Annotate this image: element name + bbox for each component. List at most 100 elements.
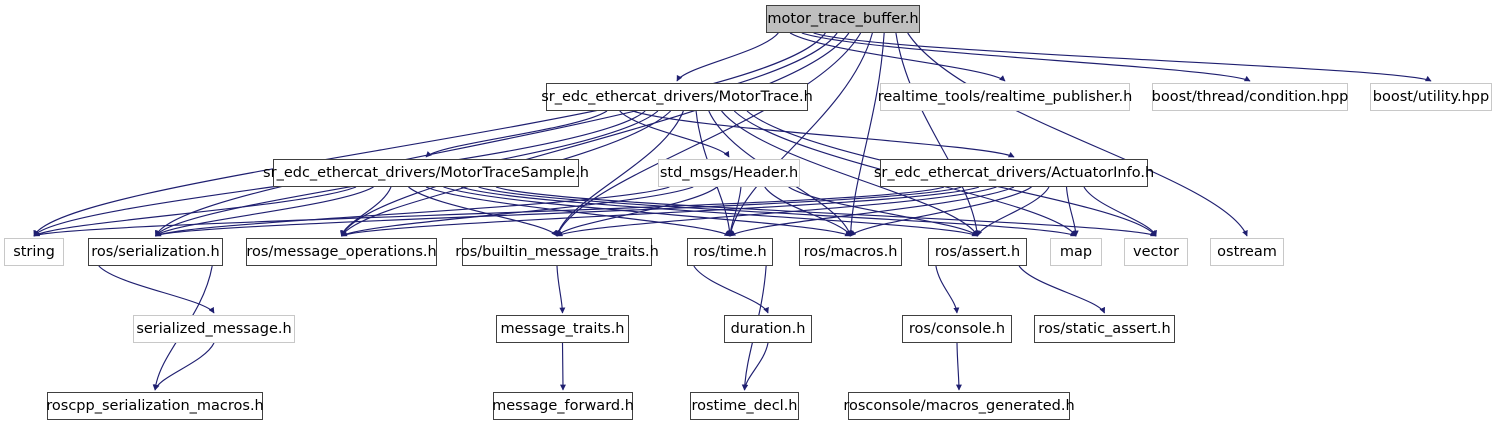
- graph-edge-MotorTraceSample-to-map: [478, 186, 1077, 237]
- graph-node-ros_console[interactable]: ros/console.h: [902, 315, 1012, 343]
- graph-edge-motor_trace_buffer-to-ros_builtin_message_traits: [556, 32, 862, 237]
- graph-edge-ActuatorInfo-to-vector: [1083, 186, 1157, 237]
- graph-edge-ros_builtin_message_traits-to-message_traits: [556, 265, 566, 314]
- graph-edge-motor_trace_buffer-to-boost_utility: [813, 32, 1432, 82]
- graph-edge-ros_serialization-to-serialized_message: [98, 265, 215, 314]
- graph-edge-motor_trace_buffer-to-ostream: [907, 32, 1248, 237]
- graph-edge-motor_trace_buffer-to-ros_message_operations: [340, 32, 850, 237]
- graph-edge-ros_assert-to-ros_console: [935, 265, 960, 314]
- graph-node-label: realtime_tools/realtime_publisher.h: [877, 88, 1133, 105]
- graph-edge-ros_console-to-rosconsole_macros_generated: [955, 342, 962, 391]
- graph-node-ros_macros[interactable]: ros/macros.h: [799, 238, 902, 266]
- graph-edge-ros_time-to-duration: [693, 265, 769, 314]
- graph-node-message_forward[interactable]: message_forward.h: [492, 392, 634, 420]
- graph-node-label: rosconsole/macros_generated.h: [843, 397, 1075, 414]
- graph-node-label: sr_edc_ethercat_drivers/MotorTrace.h: [541, 88, 813, 105]
- graph-node-rostime_decl[interactable]: rostime_decl.h: [690, 392, 799, 420]
- graph-node-string[interactable]: string: [4, 238, 64, 266]
- graph-edge-ActuatorInfo-to-map: [1065, 186, 1079, 237]
- graph-node-label: string: [13, 243, 55, 260]
- graph-edge-ActuatorInfo-to-ros_message_operations: [340, 186, 980, 237]
- graph-node-label: ros/time.h: [693, 243, 767, 260]
- graph-node-ros_message_operations[interactable]: ros/message_operations.h: [246, 238, 437, 266]
- graph-node-rosconsole_macros_generated[interactable]: rosconsole/macros_generated.h: [843, 392, 1075, 420]
- graph-node-label: message_forward.h: [492, 397, 634, 414]
- graph-node-label: ros/builtin_message_traits.h: [455, 243, 659, 260]
- graph-node-label: message_traits.h: [500, 320, 625, 337]
- graph-edge-MotorTrace-to-ros_assert: [721, 110, 979, 237]
- graph-node-message_traits[interactable]: message_traits.h: [496, 315, 629, 343]
- graph-edge-MotorTrace-to-MotorTraceSample: [425, 110, 608, 158]
- graph-node-label: map: [1059, 243, 1093, 260]
- graph-node-label: ros/serialization.h: [91, 243, 220, 260]
- graph-edge-MotorTraceSample-to-ros_serialization: [155, 186, 374, 237]
- graph-edge-MotorTrace-to-ros_builtin_message_traits: [555, 110, 684, 237]
- graph-node-vector[interactable]: vector: [1124, 238, 1188, 266]
- graph-node-label: boost/utility.hpp: [1372, 88, 1490, 105]
- graph-edge-ActuatorInfo-to-ros_time: [729, 186, 1015, 237]
- graph-node-label: ros/static_assert.h: [1038, 320, 1171, 337]
- graph-node-label: sr_edc_ethercat_drivers/MotorTraceSample…: [263, 164, 589, 181]
- graph-node-label: vector: [1133, 243, 1179, 260]
- graph-edge-ActuatorInfo-to-ros_macros: [850, 186, 1032, 237]
- graph-edge-std_msgs_header-to-ros_serialization: [154, 186, 670, 237]
- graph-edge-MotorTrace-to-ActuatorInfo: [632, 110, 1015, 158]
- graph-edge-motor_trace_buffer-to-string: [33, 32, 826, 237]
- graph-node-label: duration.h: [730, 320, 806, 337]
- graph-edge-motor_trace_buffer-to-realtime_publisher: [789, 32, 1006, 82]
- graph-node-label: ros/macros.h: [803, 243, 898, 260]
- graph-edge-MotorTrace-to-std_msgs_header: [619, 110, 730, 158]
- graph-node-roscpp_serialization_macros[interactable]: roscpp_serialization_macros.h: [46, 392, 264, 420]
- graph-edge-motor_trace_buffer-to-boost_condition: [801, 32, 1251, 82]
- graph-node-label: serialized_message.h: [136, 320, 292, 337]
- graph-node-ActuatorInfo[interactable]: sr_edc_ethercat_drivers/ActuatorInfo.h: [874, 159, 1154, 187]
- graph-edge-MotorTraceSample-to-vector: [495, 186, 1157, 237]
- graph-edge-std_msgs_header-to-ros_assert: [788, 186, 978, 237]
- graph-node-ros_serialization[interactable]: ros/serialization.h: [88, 238, 223, 266]
- graph-node-label: std_msgs/Header.h: [659, 164, 799, 181]
- graph-node-label: sr_edc_ethercat_drivers/ActuatorInfo.h: [873, 164, 1155, 181]
- graph-edge-ActuatorInfo-to-ros_serialization: [154, 186, 962, 237]
- graph-edge-motor_trace_buffer-to-ros_serialization: [154, 32, 838, 237]
- graph-edge-duration-to-rostime_decl: [742, 342, 769, 391]
- graph-node-label: motor_trace_buffer.h: [767, 10, 919, 27]
- graph-edge-MotorTraceSample-to-ros_assert: [460, 186, 979, 237]
- graph-edge-motor_trace_buffer-to-MotorTrace: [676, 32, 779, 82]
- graph-edge-ros_assert-to-ros_static_assert: [1018, 265, 1106, 314]
- graph-node-ros_static_assert[interactable]: ros/static_assert.h: [1034, 315, 1175, 343]
- graph-node-realtime_publisher[interactable]: realtime_tools/realtime_publisher.h: [877, 83, 1133, 111]
- graph-edge-serialized_message-to-roscpp_serialization_macros: [153, 342, 215, 391]
- graph-node-label: ros/message_operations.h: [246, 243, 437, 260]
- graph-node-label: ros/assert.h: [934, 243, 1021, 260]
- graph-node-MotorTrace[interactable]: sr_edc_ethercat_drivers/MotorTrace.h: [541, 83, 813, 111]
- graph-edge-MotorTraceSample-to-string: [33, 186, 357, 237]
- graph-node-ros_builtin_message_traits[interactable]: ros/builtin_message_traits.h: [455, 238, 659, 266]
- graph-node-motor_trace_buffer[interactable]: motor_trace_buffer.h: [766, 5, 920, 33]
- graph-edge-MotorTraceSample-to-ros_macros: [443, 186, 852, 237]
- graph-edge-std_msgs_header-to-ros_macros: [764, 186, 852, 237]
- graph-node-MotorTraceSample[interactable]: sr_edc_ethercat_drivers/MotorTraceSample…: [263, 159, 589, 187]
- graph-node-boost_utility[interactable]: boost/utility.hpp: [1370, 83, 1492, 111]
- graph-node-ros_time[interactable]: ros/time.h: [687, 238, 773, 266]
- graph-node-label: boost/thread/condition.hpp: [1151, 88, 1349, 105]
- graph-edge-motor_trace_buffer-to-ros_macros: [847, 32, 885, 237]
- graph-node-label: roscpp_serialization_macros.h: [46, 397, 264, 414]
- graph-node-std_msgs_header[interactable]: std_msgs/Header.h: [658, 159, 800, 187]
- graph-edge-std_msgs_header-to-ros_message_operations: [340, 186, 694, 237]
- graph-node-serialized_message[interactable]: serialized_message.h: [133, 315, 295, 343]
- graph-node-map[interactable]: map: [1050, 238, 1102, 266]
- graph-node-label: ros/console.h: [908, 320, 1006, 337]
- graph-edge-MotorTraceSample-to-ros_time: [425, 186, 731, 237]
- graph-edge-ActuatorInfo-to-ros_assert: [976, 186, 1050, 237]
- graph-edge-ActuatorInfo-to-string: [33, 186, 945, 237]
- graph-node-ostream[interactable]: ostream: [1210, 238, 1284, 266]
- graph-edge-ActuatorInfo-to-ros_builtin_message_traits: [556, 186, 997, 237]
- graph-edge-message_traits-to-message_forward: [559, 342, 566, 391]
- graph-node-label: rostime_decl.h: [691, 397, 798, 414]
- graph-edge-motor_trace_buffer-to-ros_assert: [895, 32, 980, 237]
- graph-node-ros_assert[interactable]: ros/assert.h: [928, 238, 1027, 266]
- graph-node-duration[interactable]: duration.h: [724, 315, 812, 343]
- graph-node-boost_condition[interactable]: boost/thread/condition.hpp: [1152, 83, 1348, 111]
